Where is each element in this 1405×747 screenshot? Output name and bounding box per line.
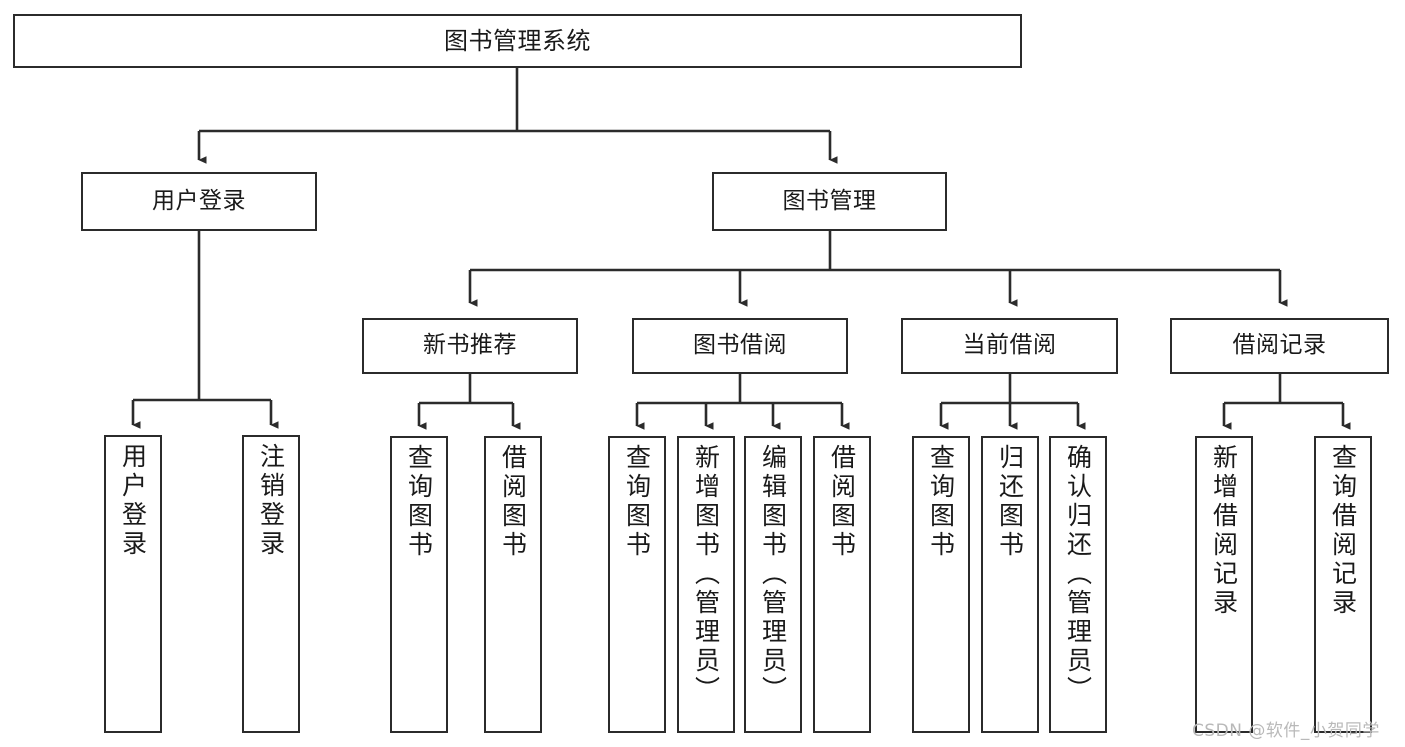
node-label: 新增图书（管理员） bbox=[691, 444, 721, 705]
node-label: 图书管理 bbox=[782, 187, 877, 214]
node-label: 归还图书 bbox=[995, 444, 1025, 560]
node-label: 用户登录 bbox=[118, 443, 148, 559]
leaf-current-borrow-confirm-return[interactable]: 确认归还（管理员） bbox=[1049, 436, 1107, 733]
leaf-new-book-borrow[interactable]: 借阅图书 bbox=[484, 436, 542, 733]
node-new-book-recommend[interactable]: 新书推荐 bbox=[362, 318, 578, 374]
node-label: 查询图书 bbox=[404, 444, 434, 560]
leaf-book-borrow-add[interactable]: 新增图书（管理员） bbox=[677, 436, 735, 733]
node-book-borrow[interactable]: 图书借阅 bbox=[632, 318, 848, 374]
node-label: 借阅图书 bbox=[827, 444, 857, 560]
node-label: 图书管理系统 bbox=[444, 26, 591, 55]
leaf-book-borrow-query[interactable]: 查询图书 bbox=[608, 436, 666, 733]
node-label: 编辑图书（管理员） bbox=[758, 444, 788, 705]
node-current-borrow[interactable]: 当前借阅 bbox=[901, 318, 1118, 374]
watermark-csdn: CSDN @软件_小贺同学 bbox=[1192, 721, 1380, 741]
node-label: 查询借阅记录 bbox=[1328, 444, 1358, 618]
node-root-system[interactable]: 图书管理系统 bbox=[13, 14, 1022, 68]
leaf-book-borrow-edit[interactable]: 编辑图书（管理员） bbox=[744, 436, 802, 733]
leaf-book-borrow-borrow[interactable]: 借阅图书 bbox=[813, 436, 871, 733]
node-label: 注销登录 bbox=[256, 443, 286, 559]
leaf-new-book-query[interactable]: 查询图书 bbox=[390, 436, 448, 733]
node-label: 用户登录 bbox=[152, 187, 246, 214]
node-label: 借阅记录 bbox=[1232, 332, 1327, 359]
node-label: 查询图书 bbox=[622, 444, 652, 560]
leaf-current-borrow-query[interactable]: 查询图书 bbox=[912, 436, 970, 733]
leaf-user-login-logout[interactable]: 注销登录 bbox=[242, 435, 300, 733]
node-label: 借阅图书 bbox=[498, 444, 528, 560]
node-label: 确认归还（管理员） bbox=[1063, 444, 1093, 705]
leaf-user-login-login[interactable]: 用户登录 bbox=[104, 435, 162, 733]
node-label: 图书借阅 bbox=[693, 332, 787, 359]
leaf-borrow-record-query[interactable]: 查询借阅记录 bbox=[1314, 436, 1372, 733]
node-label: 新增借阅记录 bbox=[1209, 444, 1239, 618]
node-book-management[interactable]: 图书管理 bbox=[712, 172, 947, 231]
node-label: 查询图书 bbox=[926, 444, 956, 560]
leaf-current-borrow-return[interactable]: 归还图书 bbox=[981, 436, 1039, 733]
node-label: 当前借阅 bbox=[962, 332, 1057, 359]
node-label: 新书推荐 bbox=[423, 332, 517, 359]
node-borrow-record[interactable]: 借阅记录 bbox=[1170, 318, 1389, 374]
node-user-login[interactable]: 用户登录 bbox=[81, 172, 317, 231]
leaf-borrow-record-add[interactable]: 新增借阅记录 bbox=[1195, 436, 1253, 733]
